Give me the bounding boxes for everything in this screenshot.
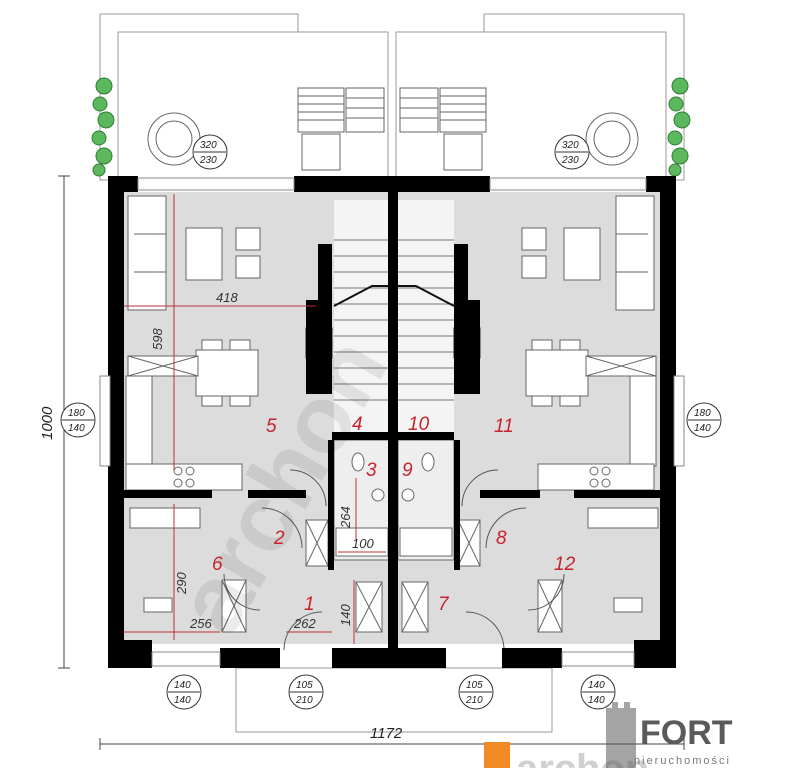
room-number: 3	[366, 460, 377, 481]
coffee-table-left	[185, 227, 261, 281]
svg-text:230: 230	[561, 155, 579, 166]
svg-text:140: 140	[68, 423, 85, 434]
bedroom-left	[129, 507, 247, 633]
stair-floor	[334, 200, 454, 432]
round-table-left	[147, 112, 201, 166]
bathroom-right	[397, 439, 455, 561]
badge-terrace-left: 320 230	[192, 134, 228, 170]
svg-text:105: 105	[466, 680, 483, 691]
coffee-table-right	[521, 227, 601, 281]
dim-bath-depth: 264	[338, 506, 353, 529]
dining-set-right	[525, 339, 589, 407]
badge-bottom-right: 140 140	[580, 674, 616, 710]
tower-icon	[606, 702, 636, 768]
badge-side-left: 180 140	[60, 402, 96, 438]
interior-dimensions: 418 598 290 256 262 140 264 100	[150, 290, 374, 631]
room-number: 12	[554, 554, 576, 575]
svg-text:nieruchomości: nieruchomości	[634, 755, 731, 767]
svg-text:140: 140	[694, 423, 711, 434]
dim-bedroom-depth: 290	[174, 572, 189, 595]
svg-text:180: 180	[694, 408, 711, 419]
room-number: 9	[402, 460, 413, 481]
entrance-steps	[235, 667, 553, 733]
plant-left	[91, 77, 115, 177]
plant-right	[667, 77, 691, 177]
svg-text:180: 180	[68, 408, 85, 419]
svg-text:320: 320	[200, 140, 217, 151]
room-number: 11	[494, 416, 514, 437]
wardrobes	[305, 519, 481, 633]
badge-door-left: 105 210	[288, 674, 324, 710]
room-number: 2	[273, 528, 285, 549]
fort-logo: FORT nieruchomości	[606, 702, 733, 768]
dim-hall-depth: 140	[338, 604, 353, 626]
terrace-left	[99, 13, 389, 181]
room-number: 6	[212, 554, 223, 575]
bedroom-right	[537, 507, 659, 633]
lounger-right	[399, 87, 487, 171]
staircase-left	[333, 239, 390, 401]
room-numbers: 1 2 3 4 5 6 7 8 9 10 11 12	[212, 414, 576, 615]
dim-shower-width: 100	[352, 536, 374, 551]
svg-text:140: 140	[588, 680, 605, 691]
room-number: 4	[352, 414, 363, 435]
badge-side-right: 180 140	[686, 402, 722, 438]
svg-text:230: 230	[199, 155, 217, 166]
staircase-right	[398, 239, 455, 401]
room-number: 8	[496, 528, 507, 549]
room-number: 1	[304, 594, 315, 615]
svg-text:105: 105	[296, 680, 313, 691]
svg-text:140: 140	[174, 695, 191, 706]
svg-text:FORT: FORT	[640, 714, 733, 752]
svg-text:140: 140	[174, 680, 191, 691]
outer-dimensions: 1000 1172	[39, 406, 403, 742]
lounger-left	[297, 87, 385, 171]
svg-text:320: 320	[562, 140, 579, 151]
dim-bedroom-width: 256	[189, 616, 212, 631]
kitchen-right	[537, 355, 657, 491]
terrace-right	[395, 13, 685, 181]
svg-text:140: 140	[588, 695, 605, 706]
walls	[108, 176, 676, 668]
dimension-lines	[124, 194, 386, 644]
dim-hall-width: 262	[293, 616, 316, 631]
sofa-left	[127, 195, 167, 311]
badge-door-right: 105 210	[458, 674, 494, 710]
dining-set-left	[195, 339, 259, 407]
badge-bottom-left: 140 140	[166, 674, 202, 710]
dim-total-height: 1000	[39, 406, 56, 440]
svg-text:210: 210	[465, 695, 483, 706]
round-table-right	[585, 112, 639, 166]
room-number: 10	[408, 414, 430, 435]
sofa-right	[615, 195, 655, 311]
room-number: 7	[438, 594, 450, 615]
svg-text:210: 210	[295, 695, 313, 706]
badge-terrace-right: 320 230	[554, 134, 590, 170]
bathroom-left	[333, 439, 391, 561]
dim-total-width: 1172	[370, 725, 403, 742]
dim-living-width: 418	[216, 290, 238, 305]
door-swings	[223, 469, 565, 651]
dim-living-depth: 598	[150, 328, 165, 350]
room-number: 5	[266, 416, 277, 437]
windows	[99, 177, 685, 667]
